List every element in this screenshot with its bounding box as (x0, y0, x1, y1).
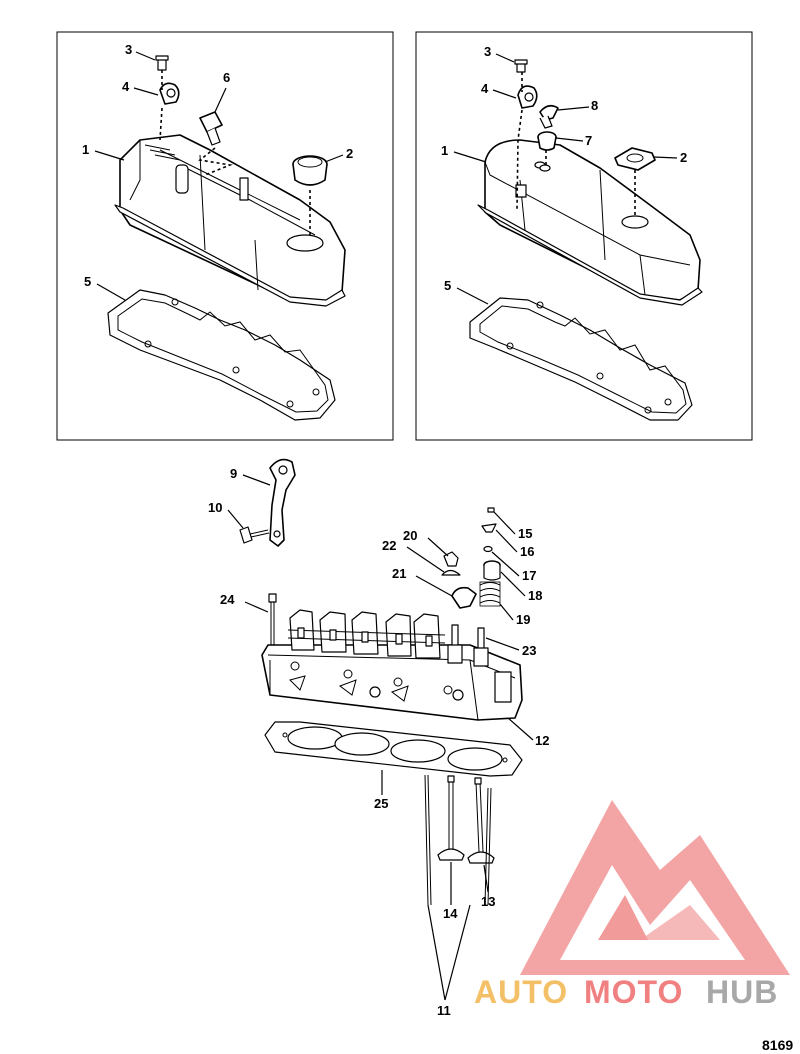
watermark-logo: AUTO MOTO HUB (474, 800, 790, 1010)
callout-25: 25 (374, 796, 388, 811)
callout-1-left: 1 (82, 142, 89, 157)
callout-1-right: 1 (441, 143, 448, 158)
bottom-callouts: 9 10 24 20 22 21 15 16 17 18 19 23 12 25… (208, 466, 549, 1018)
rocker-cover-gasket-left (107, 289, 336, 421)
screw-left (155, 55, 169, 71)
lifting-bracket (269, 458, 296, 547)
callout-4-right: 4 (481, 81, 489, 96)
watermark-text-moto: MOTO (584, 974, 683, 1010)
callout-23: 23 (522, 643, 536, 658)
callout-14: 14 (443, 906, 458, 921)
elbow-fitting-right (539, 104, 559, 129)
left-callouts: 3 4 6 1 2 5 (82, 42, 353, 301)
callout-6-left: 6 (223, 70, 230, 85)
callout-18: 18 (528, 588, 542, 603)
callout-2-right: 2 (680, 150, 687, 165)
pcv-fitting-left (199, 111, 223, 146)
clip-right (517, 85, 538, 109)
right-rocker-cover-group (469, 59, 703, 421)
callout-22: 22 (382, 538, 396, 553)
intake-valve (437, 775, 465, 861)
rocker-cover-left (114, 134, 346, 307)
callout-5-right: 5 (444, 278, 451, 293)
figure-reference-number: 8169 (762, 1037, 793, 1053)
left-rocker-cover-group (107, 55, 346, 421)
callout-11: 11 (437, 1003, 451, 1018)
watermark-text-auto: AUTO (474, 974, 568, 1010)
oil-filler-cap-right (614, 147, 656, 171)
callout-10: 10 (208, 500, 222, 515)
watermark-text-hub: HUB (706, 974, 778, 1010)
pushrods (424, 774, 492, 906)
screw-right (514, 59, 528, 73)
cylinder-head-bolt (268, 593, 277, 645)
head-gasket (264, 721, 523, 777)
callout-2-left: 2 (346, 146, 353, 161)
callout-13: 13 (481, 894, 495, 909)
callout-20: 20 (403, 528, 417, 543)
callout-5-left: 5 (84, 274, 91, 289)
callout-9: 9 (230, 466, 237, 481)
exhaust-valve (467, 777, 495, 864)
oil-filler-cap-left (292, 155, 328, 186)
callout-4-left: 4 (122, 79, 130, 94)
callout-3-left: 3 (125, 42, 132, 57)
callout-15: 15 (518, 526, 532, 541)
valve-spring (479, 581, 501, 607)
callout-21: 21 (392, 566, 406, 581)
callout-16: 16 (520, 544, 534, 559)
callout-3-right: 3 (484, 44, 491, 59)
callout-17: 17 (522, 568, 536, 583)
valve-cap (481, 523, 497, 533)
rocker-arm-assembly (287, 609, 446, 659)
valve-spring-retainer (483, 560, 501, 581)
valve-keeper (487, 507, 495, 513)
callout-24: 24 (220, 592, 235, 607)
callout-8-right: 8 (591, 98, 598, 113)
rocker-cover-right (477, 139, 703, 306)
callout-7-right: 7 (585, 133, 592, 148)
rocker-studs (447, 624, 489, 667)
callout-19: 19 (516, 612, 530, 627)
clip-left (159, 82, 180, 105)
callout-12: 12 (535, 733, 549, 748)
valve-seal (483, 545, 493, 553)
bracket-bolt (239, 526, 270, 544)
frame-right (415, 31, 753, 441)
frame-left (56, 31, 394, 441)
grommet-right (537, 131, 557, 151)
rocker-cover-gasket-right (469, 297, 693, 421)
right-callouts: 3 4 8 7 1 2 5 (441, 44, 687, 305)
rocker-ball (441, 569, 461, 576)
watermark-triangle-icon (520, 800, 790, 975)
rocker-arm (451, 586, 477, 609)
